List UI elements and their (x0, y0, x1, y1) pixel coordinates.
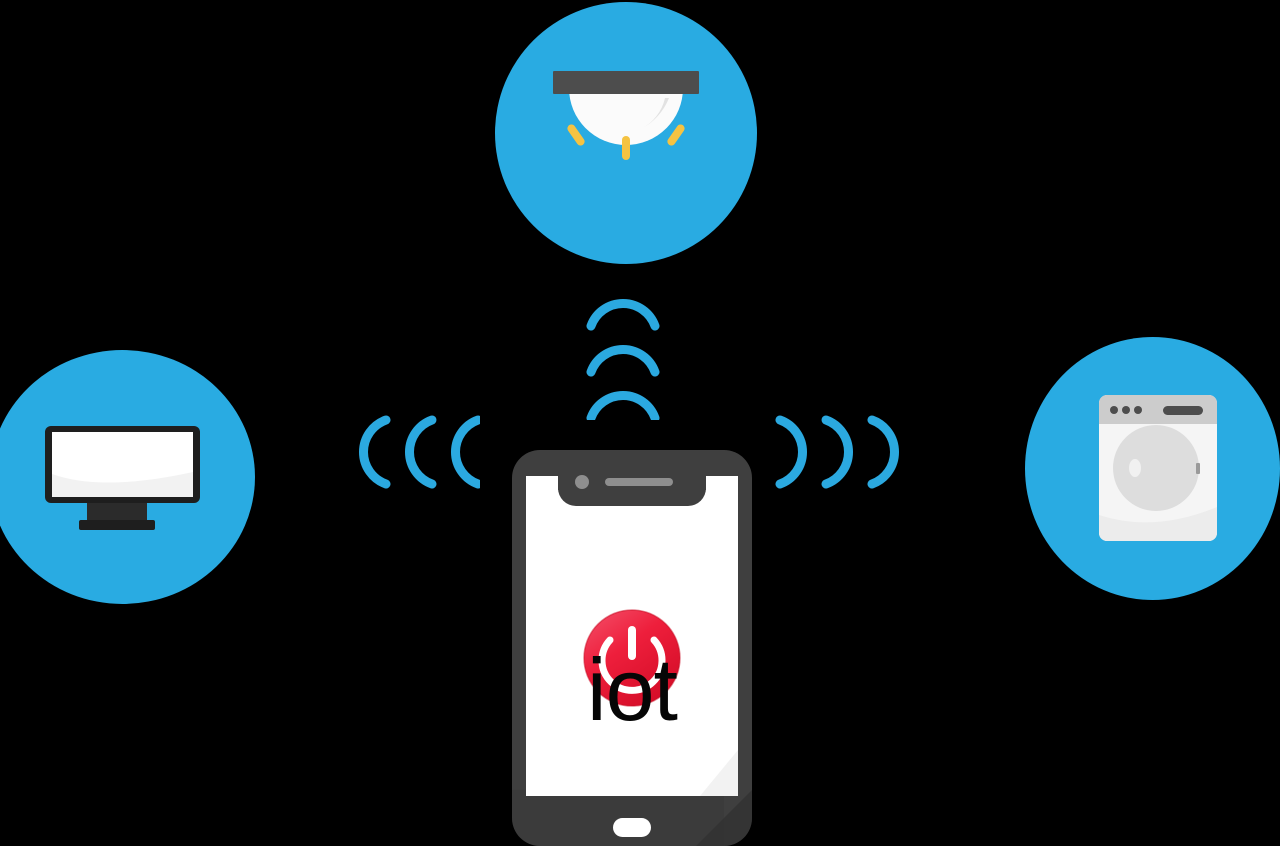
wireless-signal-left-icon (352, 404, 483, 500)
monitor-icon (0, 350, 255, 604)
home-button (613, 818, 651, 837)
front-camera-icon (575, 475, 589, 489)
device-node-ceiling-light[interactable] (495, 2, 757, 264)
earpiece-speaker-icon (605, 478, 673, 486)
phone-screen-label: iot (587, 640, 678, 739)
power-icon (583, 609, 681, 707)
wireless-signal-right-icon (775, 404, 905, 500)
smartphone-body (512, 450, 752, 846)
washing-machine-icon (1025, 337, 1280, 600)
wireless-signal-up-icon (575, 292, 675, 423)
device-node-monitor[interactable] (0, 350, 255, 604)
device-node-washing-machine[interactable] (1025, 337, 1280, 600)
ceiling-light-icon (495, 2, 757, 264)
smartphone-device[interactable]: iot (512, 450, 752, 846)
